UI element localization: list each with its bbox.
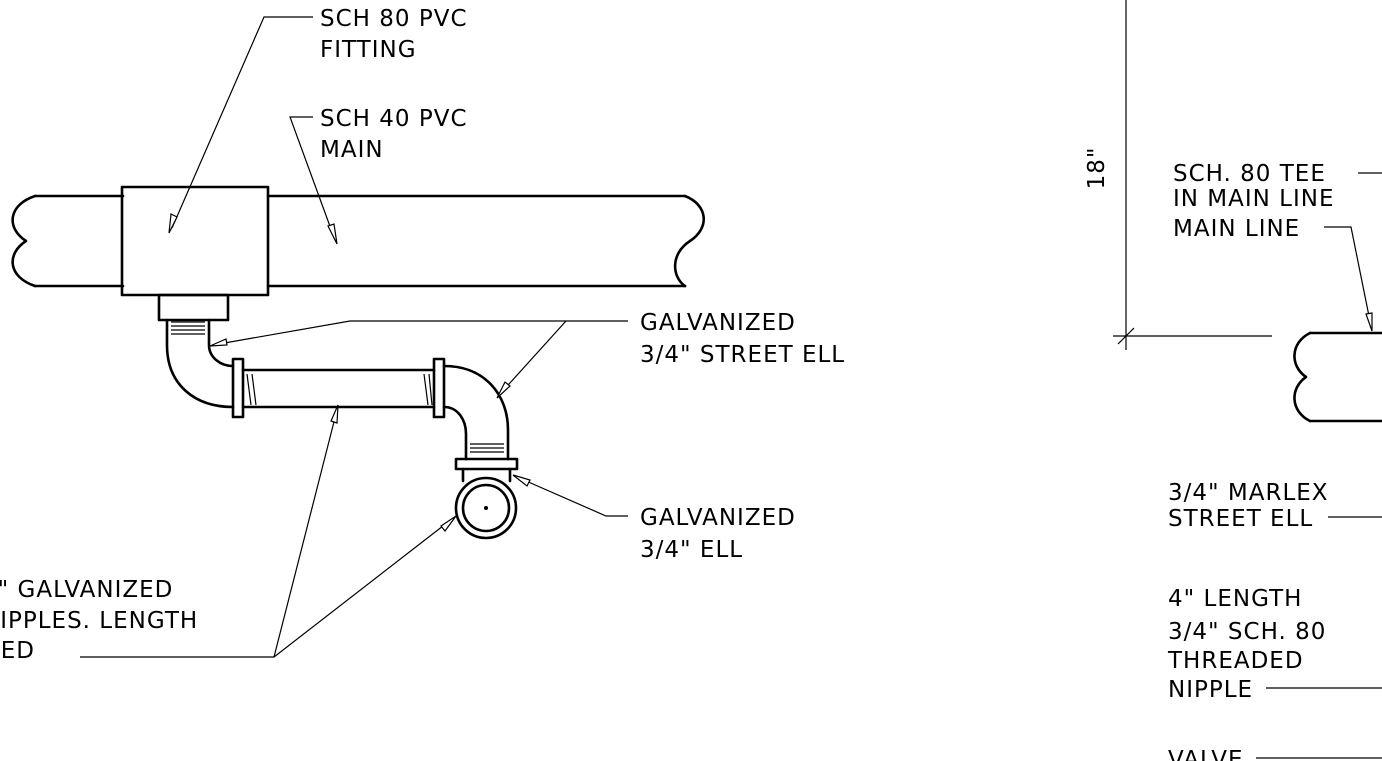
sch80-fitting-body [120,185,270,297]
nipples-callout-line3: DED [0,638,35,664]
fitting-callout-line2: FITTING [320,37,417,63]
leader-main-line [1324,226,1373,332]
marlex-callout-line2: STREET ELL [1168,506,1313,532]
main-line-callout-line1: MAIN LINE [1173,216,1300,242]
dimension-line-18in [1113,0,1272,350]
fitting-callout: SCH 80 PVC FITTING [320,6,476,63]
galvanized-street-ell [442,364,519,483]
street-ell-callout: GALVANIZED 3/4" STREET ELL [640,310,845,368]
main-pipe [11,194,706,288]
nipples-callout-line2: NIPPLES. LENGTH [0,608,198,634]
street-ell [165,318,235,409]
ell-callout: GALVANIZED 3/4" ELL [640,505,804,563]
dimension-label: 18" [1084,147,1110,190]
main-callout-line1: SCH 40 PVC [320,106,468,132]
main-line-pipe [1293,331,1382,423]
nipple-callout-line4: NIPPLE [1168,677,1253,703]
leader-street-ell [209,320,628,399]
tee-callout-line2: IN MAIN LINE [1173,186,1335,212]
leader-fitting [168,16,313,234]
fitting-callout-line1: SCH 80 PVC [320,6,468,32]
nipples-callout: 4" GALVANIZED NIPPLES. LENGTH DED [0,577,207,664]
tee-callout-line1: SCH. 80 TEE [1173,161,1326,187]
street-ell-callout-line2: 3/4" STREET ELL [640,342,845,368]
ell-callout-line2: 3/4" ELL [640,537,743,563]
leader-ell [512,474,628,517]
tee-callout: SCH. 80 TEE IN MAIN LINE [1173,161,1335,212]
leader-main [289,116,338,245]
street-ell-callout-line1: GALVANIZED [640,310,796,336]
galvanized-ell-end-view [454,476,518,540]
nipple-callout-line2: 3/4" SCH. 80 [1168,619,1326,645]
nipple-callout-line1: 4" LENGTH [1168,586,1302,612]
marlex-callout-line1: 3/4" MARLEX [1168,480,1329,506]
galvanized-nipple-horizontal [231,357,446,419]
leader-nipples [80,404,457,658]
sch80-fitting-outlet [157,293,230,322]
nipple-callout: 4" LENGTH 3/4" SCH. 80 THREADED NIPPLE [1167,586,1335,703]
nipple-callout-line3: THREADED [1167,648,1304,674]
main-line-callout: MAIN LINE [1173,216,1300,242]
nipples-callout-line1: 4" GALVANIZED [0,577,173,603]
valve-callout: VALVE [1168,747,1244,761]
main-callout: SCH 40 PVC MAIN [320,106,476,163]
main-callout-line2: MAIN [320,137,384,163]
valve-callout-line1: VALVE [1168,747,1244,761]
marlex-callout: 3/4" MARLEX STREET ELL [1168,480,1337,532]
ell-callout-line1: GALVANIZED [640,505,796,531]
